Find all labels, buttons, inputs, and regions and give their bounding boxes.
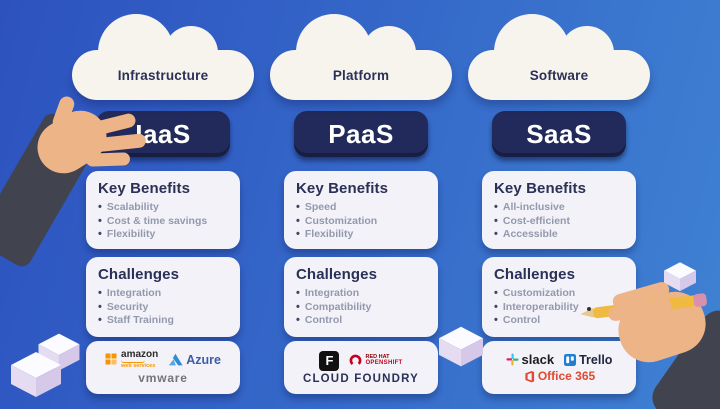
paas-logos-card: F RED HAT OPENSHIFT CLOUD FOUNDRY <box>284 341 438 394</box>
paas-challenges-card: Challenges Integration Compatibility Con… <box>284 257 438 337</box>
challenge-item: Staff Training <box>98 314 228 328</box>
benefit-item: Accessible <box>494 228 624 242</box>
iaas-logo-row-1: amazon web services Azure <box>105 348 221 370</box>
cloudfoundry-f-letter: F <box>325 353 334 368</box>
challenge-item: Integration <box>98 287 228 301</box>
benefit-item: Cost-efficient <box>494 215 624 229</box>
iaas-challenges-list: Integration Security Staff Training <box>98 287 228 328</box>
aws-logo: amazon web services <box>105 348 159 370</box>
paas-pill-label: PaaS <box>328 118 394 149</box>
benefit-item: All-inclusive <box>494 201 624 215</box>
aws-smile-icon <box>121 360 146 363</box>
saas-logos-card: slack Trello <box>482 341 636 394</box>
challenge-item: Customization <box>494 287 624 301</box>
challenge-item: Interoperability <box>494 301 624 315</box>
cloud-label-infrastructure: Infrastructure <box>117 67 209 83</box>
paas-benefits-title: Key Benefits <box>296 180 389 197</box>
benefit-item: Flexibility <box>296 228 426 242</box>
challenge-item: Control <box>296 314 426 328</box>
benefit-item: Cost & time savings <box>98 215 228 229</box>
iaas-logo-row-2: vmware <box>138 371 188 385</box>
benefit-item: Scalability <box>98 201 228 215</box>
iaas-benefits-list: Scalability Cost & time savings Flexibil… <box>98 201 228 242</box>
challenge-item: Compatibility <box>296 301 426 315</box>
column-saas: Software SaaS Key Benefits All-inclusive… <box>464 14 654 394</box>
infrastructure-cloud-icon: Infrastructure <box>72 14 254 100</box>
azure-label: Azure <box>186 352 221 367</box>
saas-challenges-title: Challenges <box>494 266 576 283</box>
paas-pill: PaaS <box>294 111 428 157</box>
iaas-logos-card: amazon web services Azure vmw <box>86 341 240 394</box>
iaas-challenges-title: Challenges <box>98 266 180 283</box>
challenge-item: Control <box>494 314 624 328</box>
cloud-label-software: Software <box>529 67 589 83</box>
vmware-label: vmware <box>138 371 188 386</box>
amazon-label: amazon <box>121 348 159 360</box>
benefit-item: Customization <box>296 215 426 229</box>
software-cloud-icon: Software <box>468 14 650 100</box>
cloudfoundry-f-badge: F <box>319 350 340 371</box>
office365-logo: Office 365 <box>523 369 595 383</box>
challenge-item: Security <box>98 301 228 315</box>
redhat-label: RED HAT <box>365 354 390 361</box>
cube-right-icon <box>664 262 696 292</box>
azure-triangle-icon <box>169 353 183 366</box>
saas-logo-row-2: Office 365 <box>523 369 595 383</box>
slack-pinwheel-icon <box>506 353 519 366</box>
iaas-pill-label: IaaS <box>135 118 191 149</box>
openshift-logo: RED HAT OPENSHIFT <box>349 354 402 367</box>
benefit-item: Speed <box>296 201 426 215</box>
office-o-icon <box>525 370 534 382</box>
benefit-item: Flexibility <box>98 228 228 242</box>
saas-benefits-card: Key Benefits All-inclusive Cost-efficien… <box>482 171 636 249</box>
iaas-challenges-card: Challenges Integration Security Staff Tr… <box>86 257 240 337</box>
cloudfoundry-label: CLOUD FOUNDRY <box>302 372 420 385</box>
saas-logo-row-1: slack Trello <box>506 352 612 367</box>
slack-logo: slack <box>506 352 555 367</box>
trello-board-icon <box>564 353 577 366</box>
aws-grid-icon <box>105 353 117 365</box>
right-arm-sleeve-icon <box>645 303 720 409</box>
platform-cloud-icon: Platform <box>270 14 452 100</box>
trello-label: Trello <box>579 352 613 367</box>
cloud-label-platform: Platform <box>332 67 390 83</box>
columns-container: Infrastructure IaaS Key Benefits Scalabi… <box>68 14 654 394</box>
saas-benefits-title: Key Benefits <box>494 180 587 197</box>
column-paas: Platform PaaS Key Benefits Speed Customi… <box>266 14 456 394</box>
iaas-benefits-title: Key Benefits <box>98 180 191 197</box>
office365-label: Office 365 <box>537 369 596 383</box>
paas-benefits-card: Key Benefits Speed Customization Flexibi… <box>284 171 438 249</box>
challenge-item: Integration <box>296 287 426 301</box>
saas-pill-label: SaaS <box>526 118 592 149</box>
paas-challenges-title: Challenges <box>296 266 378 283</box>
paas-logo-row-2: CLOUD FOUNDRY <box>303 373 419 385</box>
column-iaas: Infrastructure IaaS Key Benefits Scalabi… <box>68 14 258 394</box>
saas-challenges-list: Customization Interoperability Control <box>494 287 624 328</box>
iaas-pill: IaaS <box>96 111 230 157</box>
saas-benefits-list: All-inclusive Cost-efficient Accessible <box>494 201 624 242</box>
slack-label: slack <box>521 352 555 367</box>
iaas-benefits-card: Key Benefits Scalability Cost & time sav… <box>86 171 240 249</box>
openshift-label: OPENSHIFT <box>365 360 403 367</box>
trello-logo: Trello <box>564 353 612 367</box>
paas-benefits-list: Speed Customization Flexibility <box>296 201 426 242</box>
saas-challenges-card: Challenges Customization Interoperabilit… <box>482 257 636 337</box>
paas-challenges-list: Integration Compatibility Control <box>296 287 426 328</box>
amazon-sublabel: web services <box>121 362 156 369</box>
openshift-ring-icon <box>350 354 362 367</box>
azure-logo: Azure <box>168 353 221 367</box>
saas-pill: SaaS <box>492 111 626 157</box>
paas-logo-row-1: F RED HAT OPENSHIFT <box>319 350 402 371</box>
